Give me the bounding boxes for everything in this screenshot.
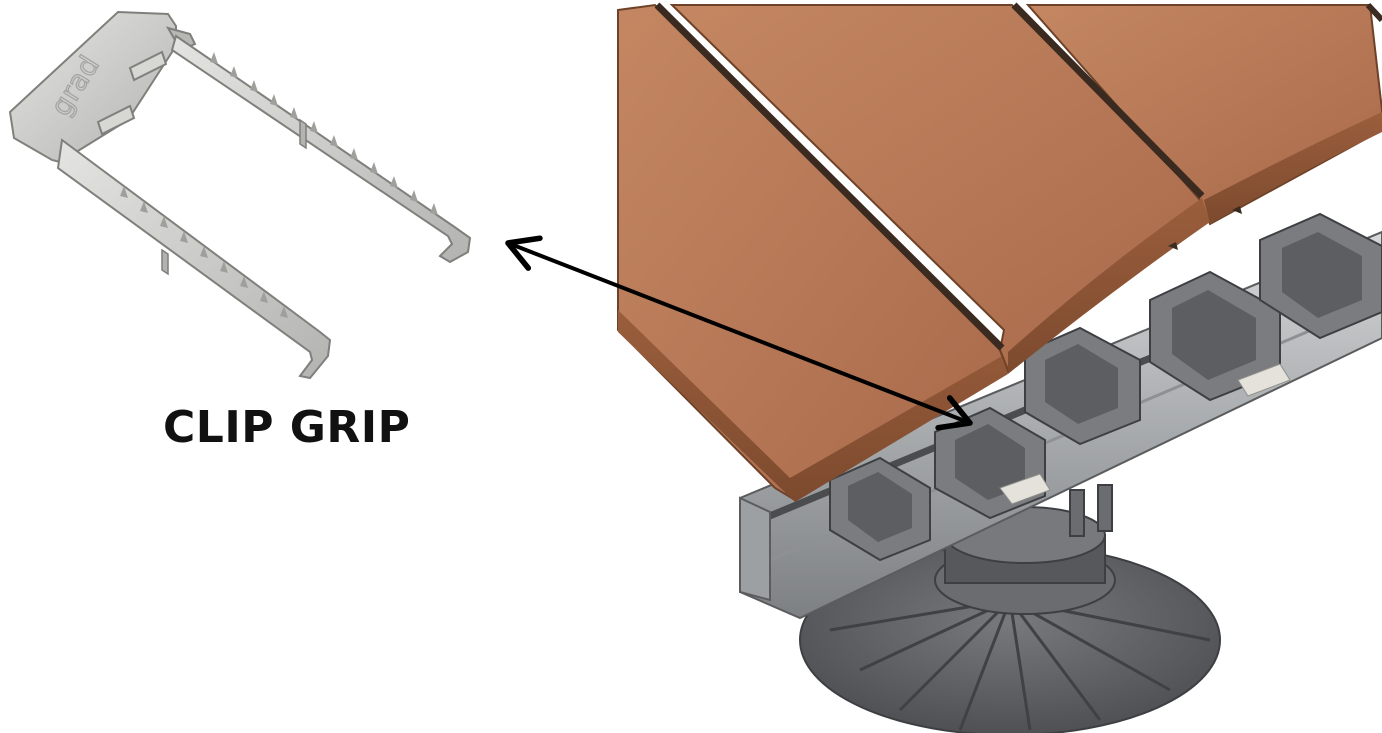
board-notch — [1168, 242, 1178, 250]
deck-board-edge — [1204, 112, 1382, 224]
clip-tab — [128, 50, 168, 82]
clip-upper-arm — [165, 26, 197, 48]
clip-leg — [161, 248, 169, 276]
pedestal-ribs — [829, 598, 1211, 731]
rail-end-profile — [739, 496, 771, 602]
clip-tab — [96, 104, 136, 136]
clip-lower-arm-body — [56, 138, 332, 380]
clip-grip-illustration: grad — [8, 10, 472, 380]
rail-clip — [1024, 326, 1141, 446]
clip-teeth-upper — [210, 52, 438, 215]
clip-grip-caption: CLIP GRIP — [163, 402, 411, 453]
clip-base-plate — [8, 10, 177, 164]
rail-clip — [829, 456, 931, 562]
metal-clip-label — [999, 473, 1051, 505]
deck-assembly-illustration — [617, 2, 1382, 733]
rail-clip — [1259, 212, 1382, 340]
metal-clip-label — [1237, 363, 1291, 397]
deck-board-gap — [1011, 2, 1205, 199]
clip-leg — [299, 118, 307, 150]
pedestal-tab — [1069, 489, 1085, 537]
board-notch — [1232, 206, 1242, 214]
clip-upper-arm-body — [170, 34, 472, 264]
deck-board-gap — [1365, 2, 1382, 23]
rail-clip — [934, 406, 1051, 520]
double-headed-arrow — [505, 235, 973, 431]
pedestal-tab — [1097, 484, 1113, 532]
rail-clip — [1149, 270, 1291, 402]
clip-teeth-lower — [120, 186, 288, 318]
deck-board-edge — [1008, 198, 1210, 374]
